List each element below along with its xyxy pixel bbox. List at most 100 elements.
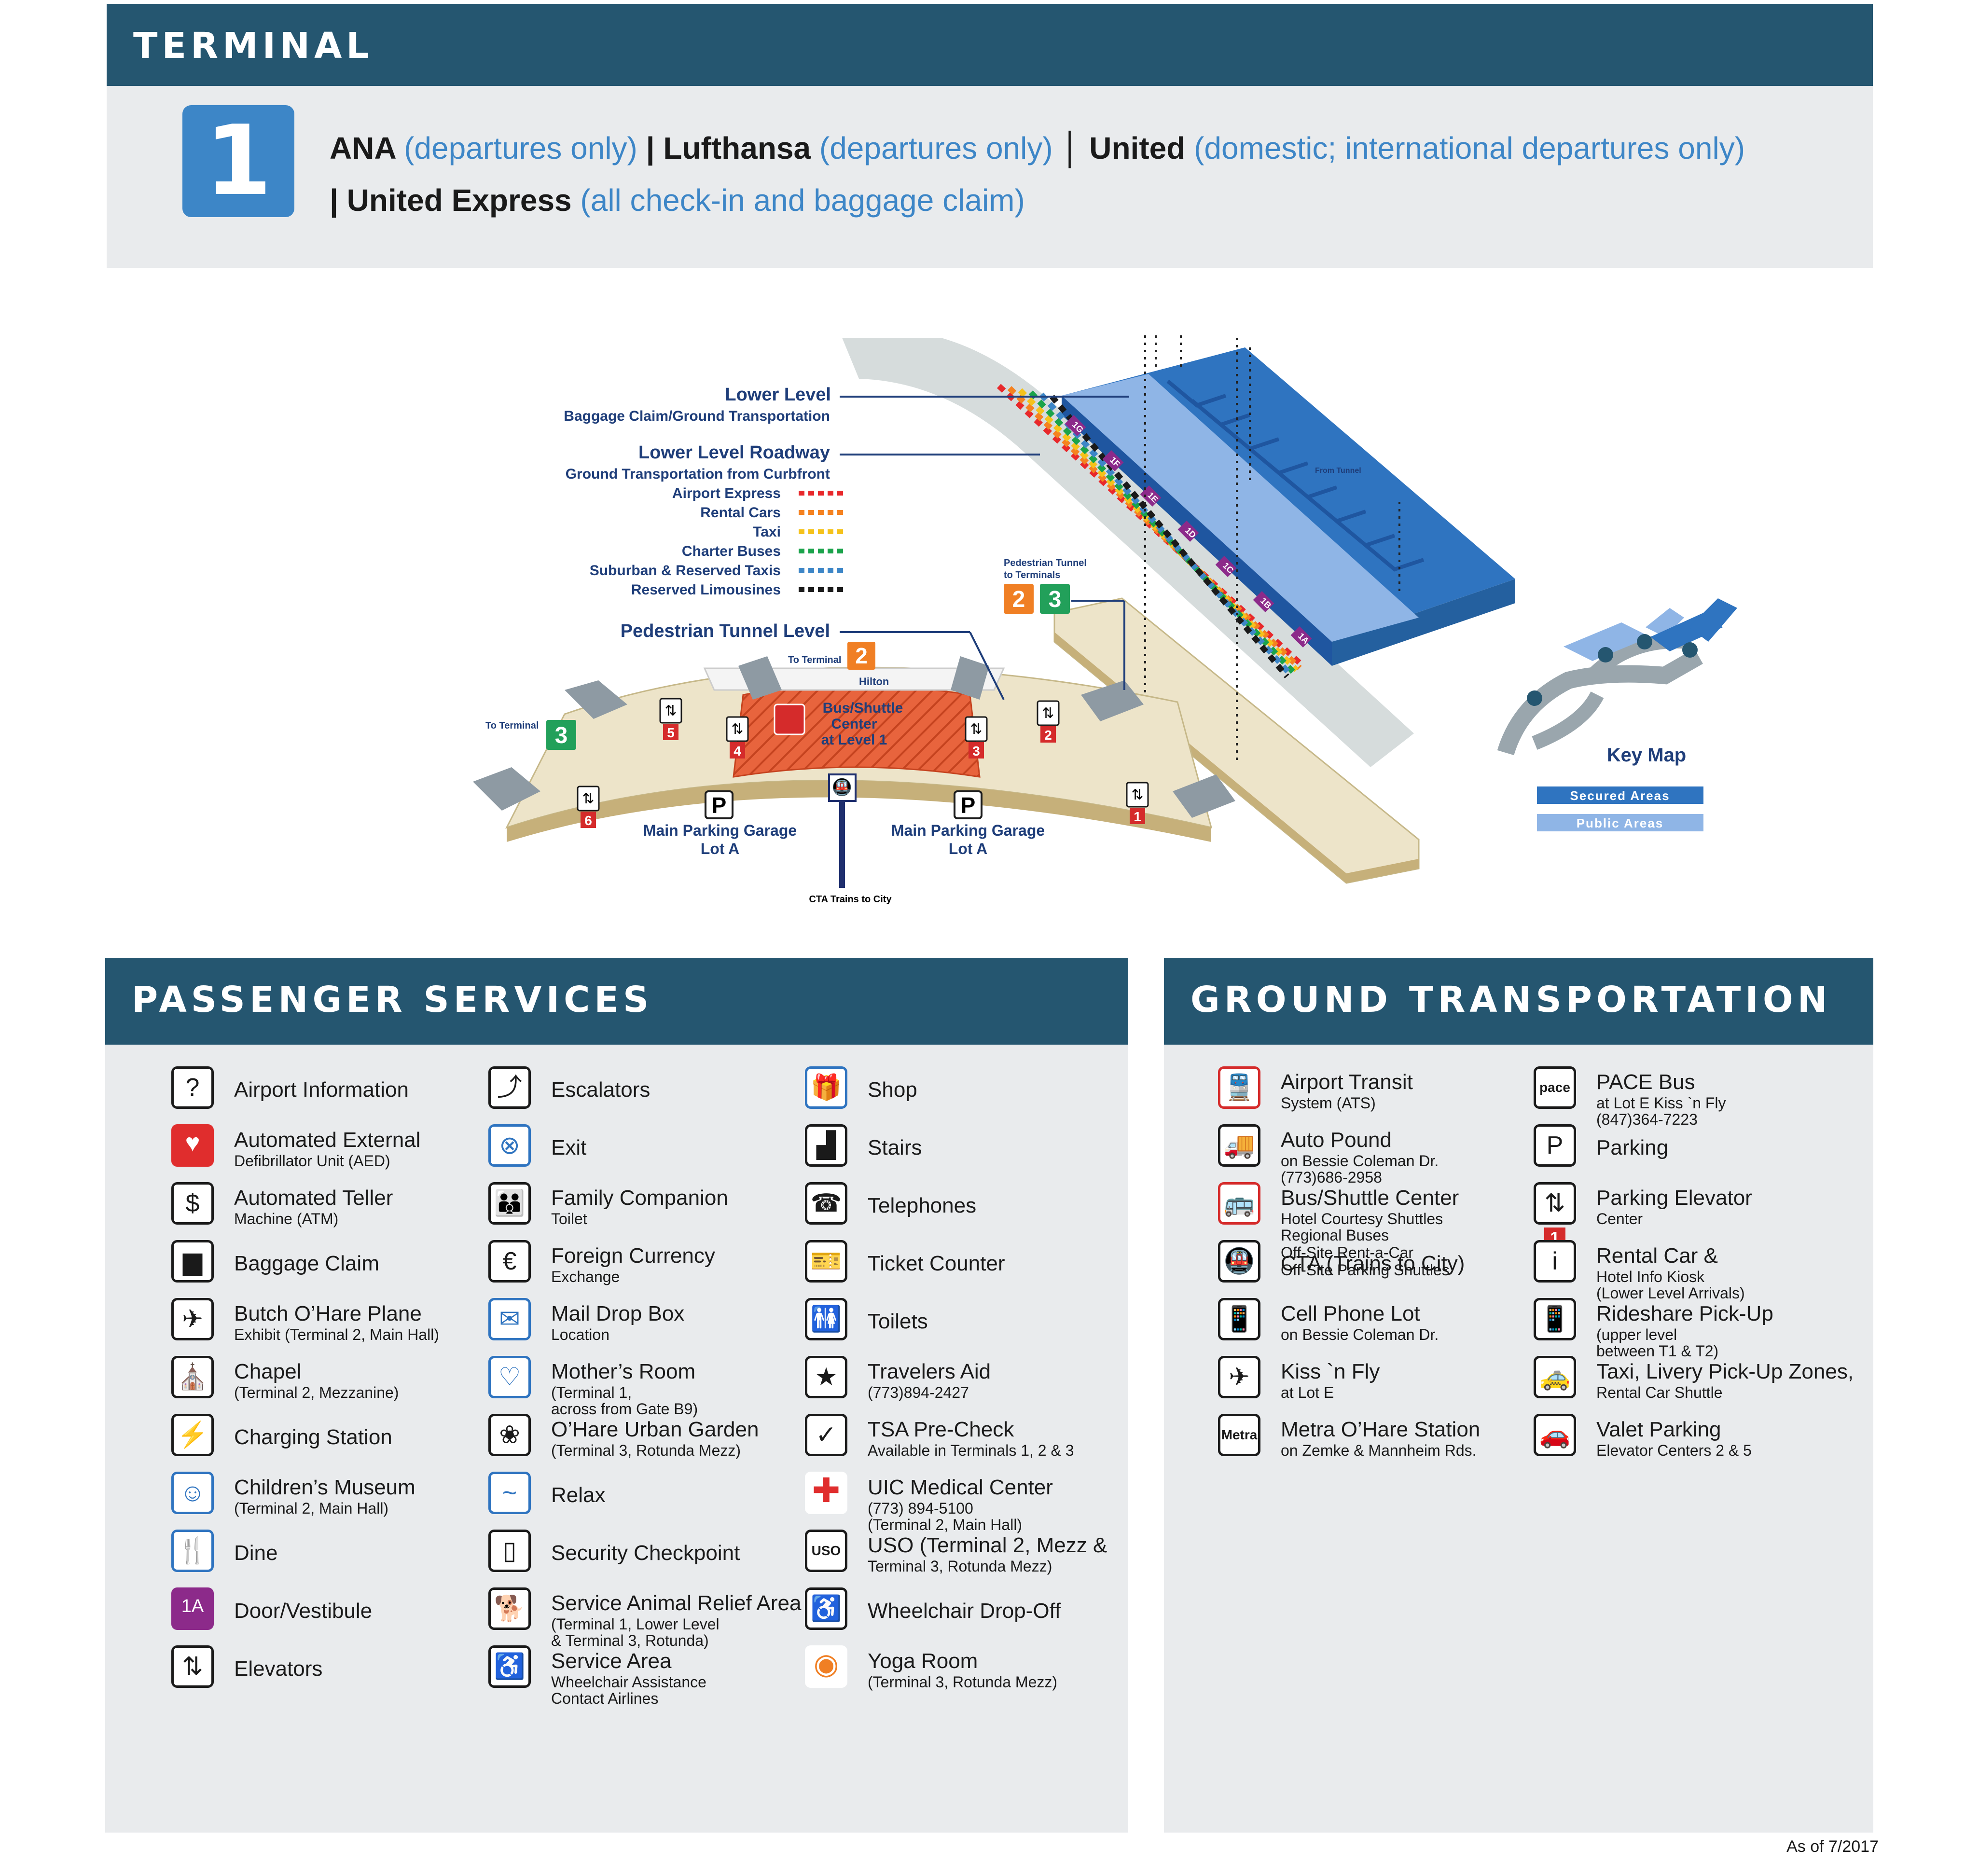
svg-text:⇅: ⇅: [664, 703, 677, 719]
museum-icon: ☺: [171, 1472, 214, 1514]
legend-text: at Lot E Kiss `n Fly: [1596, 1094, 1726, 1112]
legend-text: Defibrillator Unit (AED): [234, 1152, 390, 1170]
airline-name: Lufthansa: [663, 131, 819, 166]
passenger-services-panel: [105, 1045, 1128, 1833]
garage-right-lot: Lot A: [949, 840, 988, 857]
escalator-icon: ⤴: [488, 1066, 531, 1109]
travelers-aid-icon: ★: [805, 1356, 847, 1398]
svg-text:⇅: ⇅: [970, 721, 982, 737]
svg-text:2: 2: [1012, 587, 1025, 612]
passenger-services-header: PASSENGER SERVICES: [105, 958, 1128, 1045]
legend-text: (Lower Level Arrivals): [1596, 1284, 1745, 1302]
bus-icon: [774, 704, 805, 735]
curb-legend-label: Reserved Limousines: [631, 582, 781, 598]
airline-name: United: [1089, 131, 1194, 166]
legend-text: Family Companion: [551, 1186, 728, 1210]
airline-name: | United Express: [330, 183, 581, 218]
legend-text: Automated Teller: [234, 1186, 393, 1210]
chapel-icon: ⛪: [171, 1356, 214, 1398]
currency-icon: €: [488, 1240, 531, 1283]
legend-text: Valet Parking: [1596, 1418, 1721, 1441]
elevator-number: 2: [1044, 728, 1052, 743]
bus-shuttle-label2: Center: [831, 716, 877, 732]
svg-text:2: 2: [855, 643, 868, 668]
legend-text: Door/Vestibule: [234, 1599, 373, 1623]
curb-legend-label: Suburban & Reserved Taxis: [590, 563, 781, 579]
lower-level-label: Lower Level: [725, 385, 831, 405]
valet-icon: 🚗: [1534, 1414, 1576, 1456]
elevator-icon: [659, 698, 682, 724]
aed-icon: ♥: [171, 1124, 214, 1167]
svg-text:3: 3: [1049, 587, 1062, 612]
legend-text: (Terminal 1, Lower Level: [551, 1615, 720, 1633]
elevator-number-badge: [1130, 808, 1145, 824]
legend-text: (Terminal 2, Main Hall): [868, 1516, 1023, 1533]
bus-shuttle-label: Bus/Shuttle: [823, 700, 903, 716]
legend-text: O’Hare Urban Garden: [551, 1418, 759, 1441]
door-badge: [1290, 626, 1312, 648]
as-of-date: As of 7/2017: [1786, 1837, 1879, 1856]
medical-icon: ✚: [805, 1472, 847, 1514]
mailbox-icon: ✉: [488, 1298, 531, 1340]
train-icon: 🚇: [1218, 1240, 1260, 1283]
uso-icon: USO: [805, 1530, 847, 1572]
legend-text: Toilet: [551, 1210, 587, 1228]
airline-separator: │: [1052, 131, 1090, 166]
door-badge: [1215, 556, 1237, 577]
legend-text: (773)686-2958: [1281, 1169, 1382, 1186]
legend-text: Exhibit (Terminal 2, Main Hall): [234, 1326, 440, 1343]
airline-note: (all check-in and baggage claim): [580, 183, 1025, 218]
legend-text: Automated External: [234, 1128, 421, 1152]
legend-text: (Terminal 2, Main Hall): [234, 1500, 389, 1517]
legend-text: & Terminal 3, Rotunda): [551, 1632, 709, 1649]
atm-icon: $: [171, 1182, 214, 1225]
from-tunnel-label: From Tunnel: [1315, 467, 1361, 475]
terminal-2-badge: [847, 642, 875, 670]
legend-text: Toilets: [868, 1310, 928, 1333]
pedestrian-tunnel-level-label: Pedestrian Tunnel Level: [621, 621, 830, 641]
bus-shuttle-label3: at Level 1: [821, 732, 887, 748]
elevator-number-badge: [969, 742, 984, 759]
ground-transportation-header: GROUND TRANSPORTATION: [1164, 958, 1873, 1045]
family-toilet-icon: 👪: [488, 1182, 531, 1225]
legend-text: Service Area: [551, 1649, 672, 1673]
legend-text: Bus/Shuttle Center: [1281, 1186, 1459, 1210]
legend-text: Auto Pound: [1281, 1128, 1392, 1152]
legend-text: Parking: [1596, 1136, 1669, 1159]
relax-icon: ~: [488, 1472, 531, 1514]
airline-note: (departures only): [404, 131, 637, 166]
legend-text: Hotel Courtesy Shuttles: [1281, 1210, 1443, 1228]
legend-text: Airport Information: [234, 1078, 409, 1102]
elevator-number: 5: [667, 725, 675, 740]
elevator-number: 6: [584, 813, 592, 828]
legend-text: at Lot E: [1281, 1384, 1334, 1401]
legend-text: (773)894-2427: [868, 1384, 969, 1401]
elevator-number-badge: [730, 742, 745, 759]
lower-roadway-sub: Ground Transportation from Curbfront: [566, 466, 830, 482]
elevator-icon: [577, 786, 600, 812]
cell-phone-icon: 📱: [1218, 1298, 1260, 1340]
legend-text: Wheelchair Assistance: [551, 1673, 706, 1691]
garage-left-label: Main Parking Garage: [643, 822, 797, 839]
svg-text:⇅: ⇅: [731, 721, 743, 737]
legend-text: (Terminal 1,: [551, 1384, 632, 1401]
legend-text: Taxi, Livery Pick-Up Zones,: [1596, 1360, 1854, 1383]
legend-text: Dine: [234, 1541, 278, 1565]
legend-text: Relax: [551, 1483, 606, 1507]
legend-text: Escalators: [551, 1078, 650, 1102]
garage-left-lot: Lot A: [701, 840, 740, 857]
legend-text: Elevator Centers 2 & 5: [1596, 1442, 1752, 1459]
legend-text: Center: [1596, 1210, 1643, 1228]
legend-text: PACE Bus: [1596, 1070, 1695, 1094]
garden-icon: ❀: [488, 1414, 531, 1456]
plane-icon: ✈: [171, 1298, 214, 1340]
elevator-markers: ⇅1⇅2⇅3⇅4⇅5⇅6: [577, 698, 1149, 828]
service-animal-icon: 🐕: [488, 1587, 531, 1630]
pace-icon: pace: [1534, 1066, 1576, 1109]
airlines-line-1: ANA (departures only) | Lufthansa (depar…: [330, 130, 1745, 166]
legend-text: Parking Elevator: [1596, 1186, 1752, 1210]
parking-icon: P: [1534, 1124, 1576, 1167]
baggage-icon: ▆: [171, 1240, 214, 1283]
legend-text: on Bessie Coleman Dr.: [1281, 1152, 1439, 1170]
